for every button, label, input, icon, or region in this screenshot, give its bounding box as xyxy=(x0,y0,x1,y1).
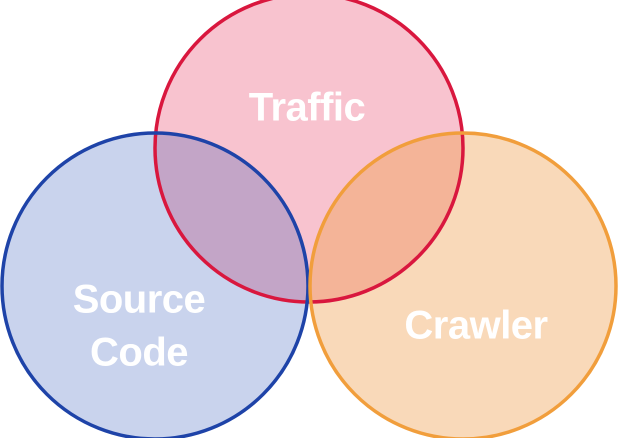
traffic-circle-outline xyxy=(153,0,465,304)
crawler-circle-outline xyxy=(308,131,618,438)
source-code-label-line-1: Source xyxy=(73,278,206,322)
traffic-crawler-overlap xyxy=(310,133,463,302)
source-code-circle-outline xyxy=(0,131,310,438)
traffic-source-code-overlap xyxy=(155,133,308,302)
crawler-label: Crawler xyxy=(404,304,547,348)
traffic-label: Traffic xyxy=(249,86,366,130)
source-code-label-line-2: Code xyxy=(90,331,188,375)
